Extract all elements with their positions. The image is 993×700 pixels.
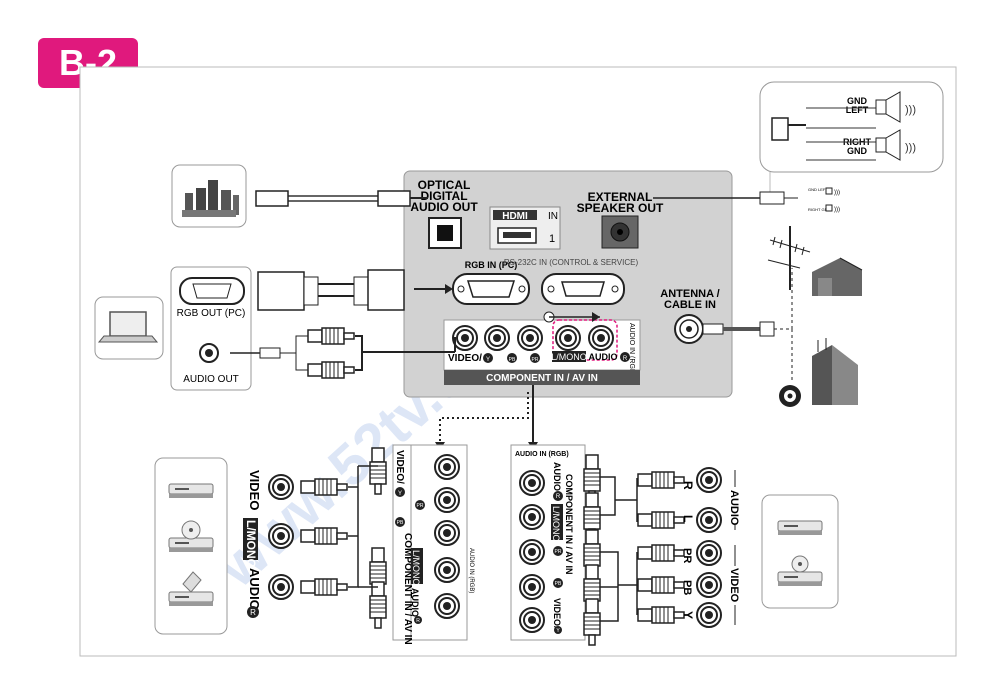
satellite-dish-icon xyxy=(779,385,801,407)
svg-text:AUDIO IN (RGB): AUDIO IN (RGB) xyxy=(468,548,474,593)
svg-text:))): ))) xyxy=(834,207,840,213)
svg-text:PR: PR xyxy=(532,357,539,363)
svg-text:PR: PR xyxy=(555,549,562,555)
svg-text:R: R xyxy=(681,481,695,490)
tv-lmono-label: L/MONO xyxy=(551,352,587,362)
svg-text:GND: GND xyxy=(847,146,868,156)
svg-text:Y: Y xyxy=(486,357,490,363)
svg-text:L/MONO: L/MONO xyxy=(551,506,561,542)
left-audio-label: AUDIO xyxy=(247,568,262,610)
left-video-label: VIDEO xyxy=(247,470,262,510)
antenna-icon xyxy=(767,226,811,290)
hdmi-in-label: IN xyxy=(548,211,558,222)
svg-text:Y: Y xyxy=(681,611,695,619)
component-caption: COMPONENT IN / AV IN xyxy=(486,373,598,384)
audio-out-label: AUDIO OUT xyxy=(183,374,239,385)
svg-text:R: R xyxy=(623,356,628,362)
svg-text:))): ))) xyxy=(905,142,916,154)
left-lmono-label: L/MONO xyxy=(244,520,258,568)
svg-text:L/MONO: L/MONO xyxy=(411,550,421,586)
svg-text:RIGHT GND: RIGHT GND xyxy=(808,207,830,212)
hdmi-logo: HDMI xyxy=(502,211,528,222)
rgb-audio-highlight xyxy=(552,319,618,361)
svg-text:VIDEO: VIDEO xyxy=(728,568,740,603)
svg-text:VIDEO/: VIDEO/ xyxy=(394,450,405,484)
optical-label-3: AUDIO OUT xyxy=(410,200,478,214)
av-devices-right xyxy=(761,494,839,609)
svg-text:R: R xyxy=(556,494,561,500)
building-icon xyxy=(812,338,858,405)
optical-label-1: OPTICAL xyxy=(418,178,471,192)
tv-video-label: VIDEO/ xyxy=(448,353,482,364)
rgb-out-label: RGB OUT (PC) xyxy=(177,308,246,319)
external-speaker-label-2: SPEAKER OUT xyxy=(577,201,664,215)
hdmi-number: 1 xyxy=(549,233,555,245)
rs232-label: RS-232C IN (CONTROL & SERVICE) xyxy=(504,258,639,267)
svg-text:GND LEFT: GND LEFT xyxy=(808,187,828,192)
svg-text:PR: PR xyxy=(681,548,693,563)
svg-text:GND: GND xyxy=(847,96,868,106)
svg-text:COMPONENT IN / AV IN: COMPONENT IN / AV IN xyxy=(564,474,574,575)
tv-audio-label: AUDIO xyxy=(589,352,618,362)
tv-audio-in-rgb: AUDIO IN (RGB) xyxy=(628,323,635,376)
svg-text:PB: PB xyxy=(509,357,516,363)
svg-text:R: R xyxy=(250,608,256,617)
svg-text:R: R xyxy=(416,618,420,624)
svg-text:PR: PR xyxy=(417,503,424,509)
optical-label-2: DIGITAL xyxy=(420,189,467,203)
svg-text:COMPONENT IN / AV IN: COMPONENT IN / AV IN xyxy=(402,533,413,645)
house-icon xyxy=(812,257,863,296)
svg-text:))): ))) xyxy=(834,190,840,196)
rgb-in-label: RGB IN (PC) xyxy=(465,260,518,270)
svg-text:AUDIO: AUDIO xyxy=(410,588,420,617)
svg-text:L: L xyxy=(681,515,695,522)
svg-text:PB: PB xyxy=(397,520,404,526)
antenna-label-2: CABLE IN xyxy=(664,299,716,311)
svg-text:AUDIO: AUDIO xyxy=(552,462,562,491)
antenna-label-1: ANTENNA / xyxy=(660,288,719,300)
svg-text:LEFT: LEFT xyxy=(846,105,869,115)
svg-text:PB: PB xyxy=(681,580,693,595)
svg-text:PB: PB xyxy=(555,581,562,587)
svg-text:AUDIO: AUDIO xyxy=(728,490,740,526)
svg-text:Y: Y xyxy=(398,491,402,497)
svg-text:VIDEO/: VIDEO/ xyxy=(552,598,562,629)
svg-text:Y: Y xyxy=(556,628,560,634)
external-speaker-label-1: EXTERNAL xyxy=(588,190,653,204)
svg-text:AUDIO IN (RGB): AUDIO IN (RGB) xyxy=(515,451,569,458)
component-caption-bar xyxy=(444,370,640,385)
svg-text:))): ))) xyxy=(905,104,916,116)
